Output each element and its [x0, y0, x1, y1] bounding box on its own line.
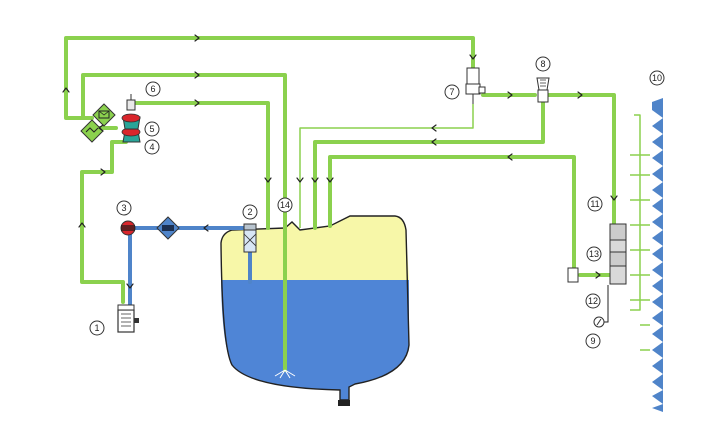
tank-vapor-space: [221, 216, 409, 280]
return-lines: [299, 104, 650, 351]
callout-label-6: 6: [150, 84, 155, 94]
arrow-tank-1: [264, 177, 272, 183]
callout-5: 5: [144, 121, 160, 137]
arrow-return-2: [431, 138, 437, 146]
callout-label-10: 10: [652, 73, 662, 83]
arrow-pump-right: [100, 168, 106, 176]
line-valve-to-rail: [546, 93, 616, 230]
callout-10: 10: [649, 70, 665, 86]
callout-label-4: 4: [149, 142, 154, 152]
arrow-rail-lower: [595, 271, 601, 279]
arrow-tank-4: [326, 177, 334, 183]
arrow-rail-down: [610, 195, 618, 201]
injector-rail-icon: [567, 223, 627, 285]
fuel-pickup-strainer: [243, 223, 257, 253]
line-pump-outlet: [80, 140, 128, 304]
pump-icon: [117, 304, 139, 333]
filter-assembly: [80, 94, 141, 143]
callout-1: 1: [89, 320, 105, 336]
arrow-left-up-1: [62, 87, 70, 93]
arrow-top-2: [194, 71, 200, 79]
return-line-injector-drain: [630, 114, 641, 311]
arrow-tank-3: [311, 177, 319, 183]
callout-label-7: 7: [449, 87, 454, 97]
tank-drain-plug: [338, 400, 350, 406]
callout-11: 11: [587, 196, 603, 212]
water-separator-icon: [156, 216, 180, 240]
callout-label-1: 1: [94, 323, 99, 333]
callout-7: 7: [444, 84, 460, 100]
callout-label-2: 2: [247, 207, 252, 217]
callout-label-5: 5: [149, 124, 154, 134]
line-to-tank-a: [81, 73, 287, 372]
check-valve-icon: [536, 77, 550, 103]
gauge-line: [603, 285, 609, 323]
arrow-reg-1: [507, 91, 513, 99]
callout-2: 2: [242, 204, 258, 220]
callout-label-8: 8: [540, 59, 545, 69]
supply-lines: [64, 36, 616, 372]
line-valve-to-tank: [313, 99, 545, 230]
callout-6: 6: [145, 81, 161, 97]
line-rail-return: [328, 155, 576, 272]
callout-label-13: 13: [589, 249, 599, 259]
callout-13: 13: [586, 246, 602, 262]
pressure-gauge-icon: [593, 316, 605, 328]
callout-label-9: 9: [590, 336, 595, 346]
tank-fuel-liquid: [221, 280, 409, 400]
tank-outline: [220, 215, 410, 401]
injector-strip: [652, 98, 663, 412]
arrow-return-3: [507, 153, 513, 161]
callout-label-3: 3: [121, 203, 126, 213]
line-top-loop: [64, 36, 475, 120]
arrow-tank-2: [296, 177, 304, 183]
arrow-suction-2: [126, 283, 134, 289]
callout-label-12: 12: [588, 296, 598, 306]
heater-diamond-icon: [80, 119, 104, 143]
arrow-return-1: [431, 124, 437, 132]
line-to-tank-b: [129, 101, 270, 230]
callouts: 1 2 3 4 5 6 7 8: [89, 56, 665, 349]
arrow-reg-2: [577, 91, 583, 99]
callout-9: 9: [585, 333, 601, 349]
arrow-left-up-2: [78, 222, 86, 228]
arrow-bypass: [98, 124, 104, 132]
pressure-regulator-icon: [465, 67, 486, 104]
callout-label-14: 14: [280, 200, 290, 210]
return-line-from-pressure-regulator: [299, 104, 474, 228]
callout-label-11: 11: [590, 199, 599, 209]
arrow-top-3: [194, 99, 200, 107]
callout-3: 3: [116, 200, 132, 216]
bleed-valve-icon: [126, 99, 136, 111]
arrow-right-down-1: [469, 54, 477, 60]
callout-14: 14: [277, 197, 293, 213]
arrow-top-1: [194, 34, 200, 42]
tank-return-diffuser: [274, 369, 296, 379]
shutoff-valve-icon: [120, 220, 136, 236]
callout-12: 12: [585, 293, 601, 309]
flow-arrows: [62, 34, 618, 289]
fuel-tank: [220, 215, 410, 406]
callout-4: 4: [144, 139, 160, 155]
arrow-suction-1: [203, 224, 209, 232]
callout-8: 8: [535, 56, 551, 72]
injector-nozzles-icon: [652, 98, 663, 412]
